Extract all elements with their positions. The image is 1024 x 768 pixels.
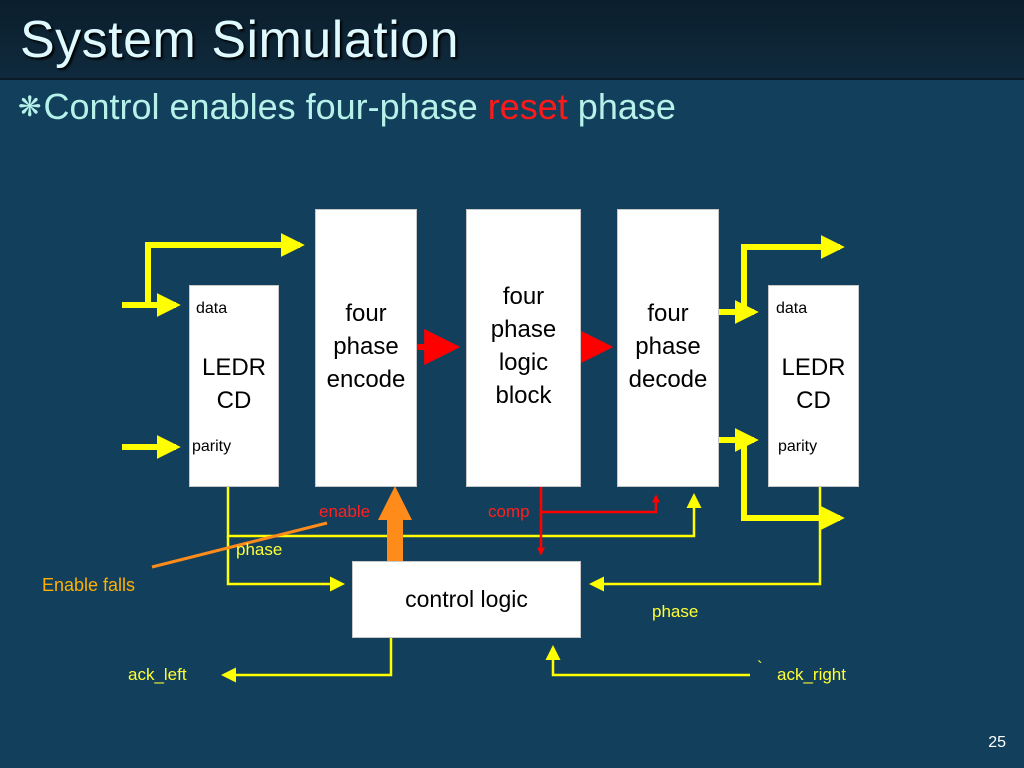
ledr-right-label-2: CD <box>796 387 831 414</box>
decode-label-2: phase <box>635 333 701 360</box>
ledr-right-label-1: LEDR <box>781 354 846 381</box>
left-input-wires <box>122 233 305 459</box>
logic-label-4: block <box>495 382 552 409</box>
ledr-left-label-2: CD <box>216 387 252 414</box>
enable-falls-annotation: Enable falls <box>42 575 136 595</box>
ledr-right-data-port: data <box>776 300 808 317</box>
four-phase-decode-block: four phase decode <box>617 209 719 487</box>
ledr-cd-left-block: data LEDR CD parity <box>189 285 279 487</box>
tick-mark: ` <box>757 658 763 677</box>
enable-signal-label: enable <box>319 502 371 521</box>
ack-right-label: ack_right <box>777 665 846 684</box>
encode-label-2: phase <box>333 333 399 360</box>
four-phase-encode-block: four phase encode <box>315 209 417 487</box>
bullet-text-end: phase <box>567 86 676 127</box>
comp-signal-label: comp <box>488 502 530 521</box>
ledr-left-parity-port: parity <box>192 438 232 455</box>
asterisk-bullet-icon: ❋ <box>18 91 42 122</box>
right-output-wires <box>718 235 845 530</box>
phase-left-label: phase <box>236 540 283 559</box>
control-logic-block: control logic <box>352 561 581 638</box>
bullet-highlight: reset <box>487 86 568 127</box>
ack-left-label: ack_left <box>128 665 187 684</box>
comp-wires <box>536 485 661 556</box>
ledr-right-parity-port: parity <box>778 438 818 455</box>
annotation-pointer <box>151 521 328 569</box>
ledr-left-label-1: LEDR <box>201 354 267 381</box>
four-phase-logic-block: four phase logic block <box>466 209 581 487</box>
ledr-left-data-port: data <box>196 300 228 317</box>
enable-arrow <box>378 486 412 564</box>
phase-wires <box>221 485 822 683</box>
encode-label-1: four <box>345 300 387 327</box>
title-bar: System Simulation <box>0 0 1024 80</box>
slide-title: System Simulation <box>20 11 460 69</box>
logic-label-2: phase <box>490 316 557 343</box>
ledr-cd-right-block: data LEDR CD parity <box>768 285 859 487</box>
bullet-line: ❋Control enables four-phase reset phase <box>18 86 676 128</box>
decode-label-3: decode <box>628 366 708 393</box>
logic-label-1: four <box>502 283 545 310</box>
decode-label-1: four <box>647 300 689 327</box>
page-number: 25 <box>988 734 1006 751</box>
logic-label-3: logic <box>498 349 549 376</box>
phase-right-label: phase <box>652 602 699 621</box>
bullet-text-start: Control enables four-phase <box>43 86 488 127</box>
control-logic-label: control logic <box>405 586 528 612</box>
encode-label-3: encode <box>326 366 406 393</box>
